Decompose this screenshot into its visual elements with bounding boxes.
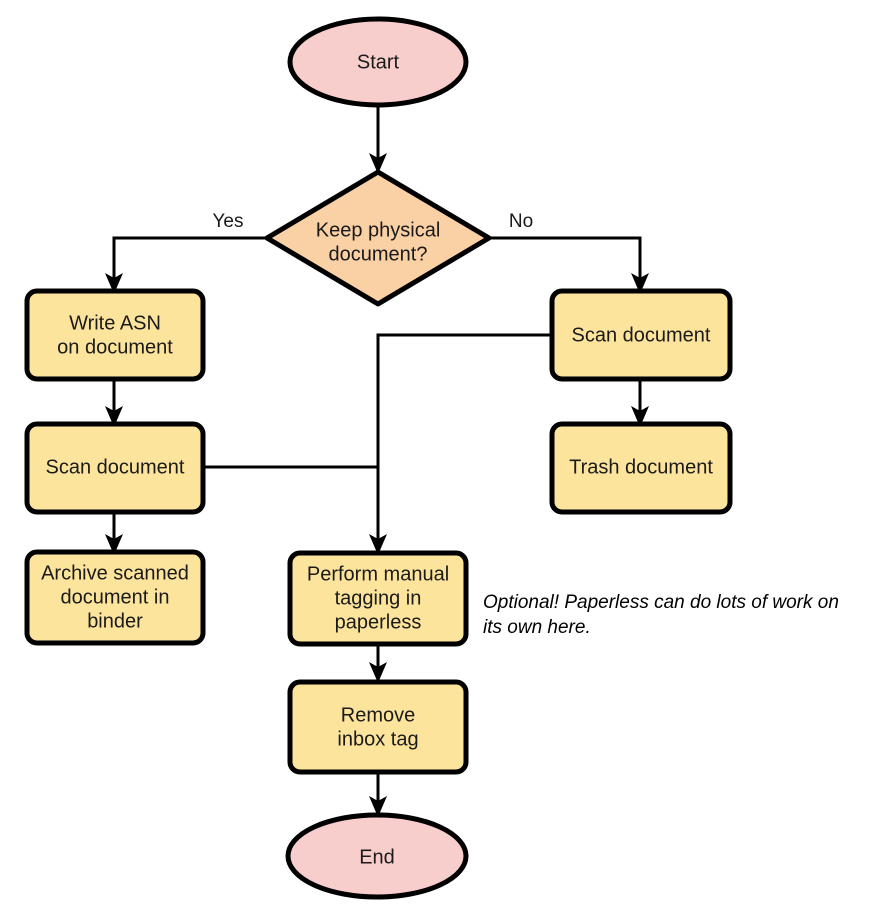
- edge-decision-to-write-asn: [105, 236, 266, 294]
- node-manual-tag-label-line1: Perform manual: [307, 563, 449, 585]
- node-archive-label-line3: binder: [87, 610, 143, 632]
- node-archive-label-line1: Archive scanned: [41, 562, 189, 584]
- edge-scan-right-to-trash: [631, 379, 649, 427]
- node-perform-manual-tagging[interactable]: Perform manual tagging in paperless: [287, 550, 469, 647]
- edge-label-no: No: [509, 211, 533, 232]
- node-archive-label-line2: document in: [61, 586, 170, 608]
- node-archive-scanned-document[interactable]: Archive scanned document in binder: [24, 549, 206, 646]
- node-manual-tag-label-line2: tagging in: [335, 587, 422, 609]
- node-scan-document-left[interactable]: Scan document: [24, 421, 206, 515]
- node-trash-document-label: Trash document: [569, 456, 713, 478]
- annotation-optional-note: Optional! Paperless can do lots of work …: [483, 592, 839, 638]
- node-start[interactable]: Start: [287, 16, 469, 108]
- node-scan-document-left-label: Scan document: [46, 456, 185, 478]
- node-write-asn-label-line1: Write ASN: [69, 312, 161, 334]
- node-scan-document-right[interactable]: Scan document: [549, 288, 733, 382]
- edge-start-to-decision: [369, 104, 387, 174]
- node-decision-label-line1: Keep physical: [316, 219, 441, 241]
- node-trash-document[interactable]: Trash document: [549, 421, 733, 515]
- edge-write-asn-to-scan-left: [105, 379, 123, 427]
- node-end[interactable]: End: [285, 812, 469, 900]
- node-scan-document-right-label: Scan document: [572, 324, 711, 346]
- node-manual-tag-label-line3: paperless: [335, 611, 422, 633]
- node-remove-inbox-label-line2: inbox tag: [337, 728, 418, 750]
- node-write-asn-label-line2: on document: [57, 336, 173, 358]
- edge-decision-to-scan-right: [490, 236, 649, 294]
- node-remove-inbox-label-line1: Remove: [341, 704, 415, 726]
- edge-scan-right-to-manual-tag: [369, 333, 551, 555]
- edge-remove-inbox-to-end: [369, 772, 387, 817]
- node-write-asn[interactable]: Write ASN on document: [24, 288, 206, 382]
- node-decision-label-line2: document?: [329, 243, 428, 265]
- node-decision-keep-physical-document[interactable]: Keep physical document?: [264, 169, 492, 307]
- node-start-label: Start: [357, 51, 400, 73]
- optional-note-line2: its own here.: [483, 617, 591, 638]
- optional-note-line1: Optional! Paperless can do lots of work …: [483, 592, 839, 613]
- node-end-label: End: [359, 846, 395, 868]
- edge-scan-left-to-archive: [105, 511, 123, 555]
- edge-manual-tag-to-remove-inbox: [369, 644, 387, 683]
- edge-label-yes: Yes: [213, 211, 244, 232]
- node-remove-inbox-tag[interactable]: Remove inbox tag: [287, 679, 469, 775]
